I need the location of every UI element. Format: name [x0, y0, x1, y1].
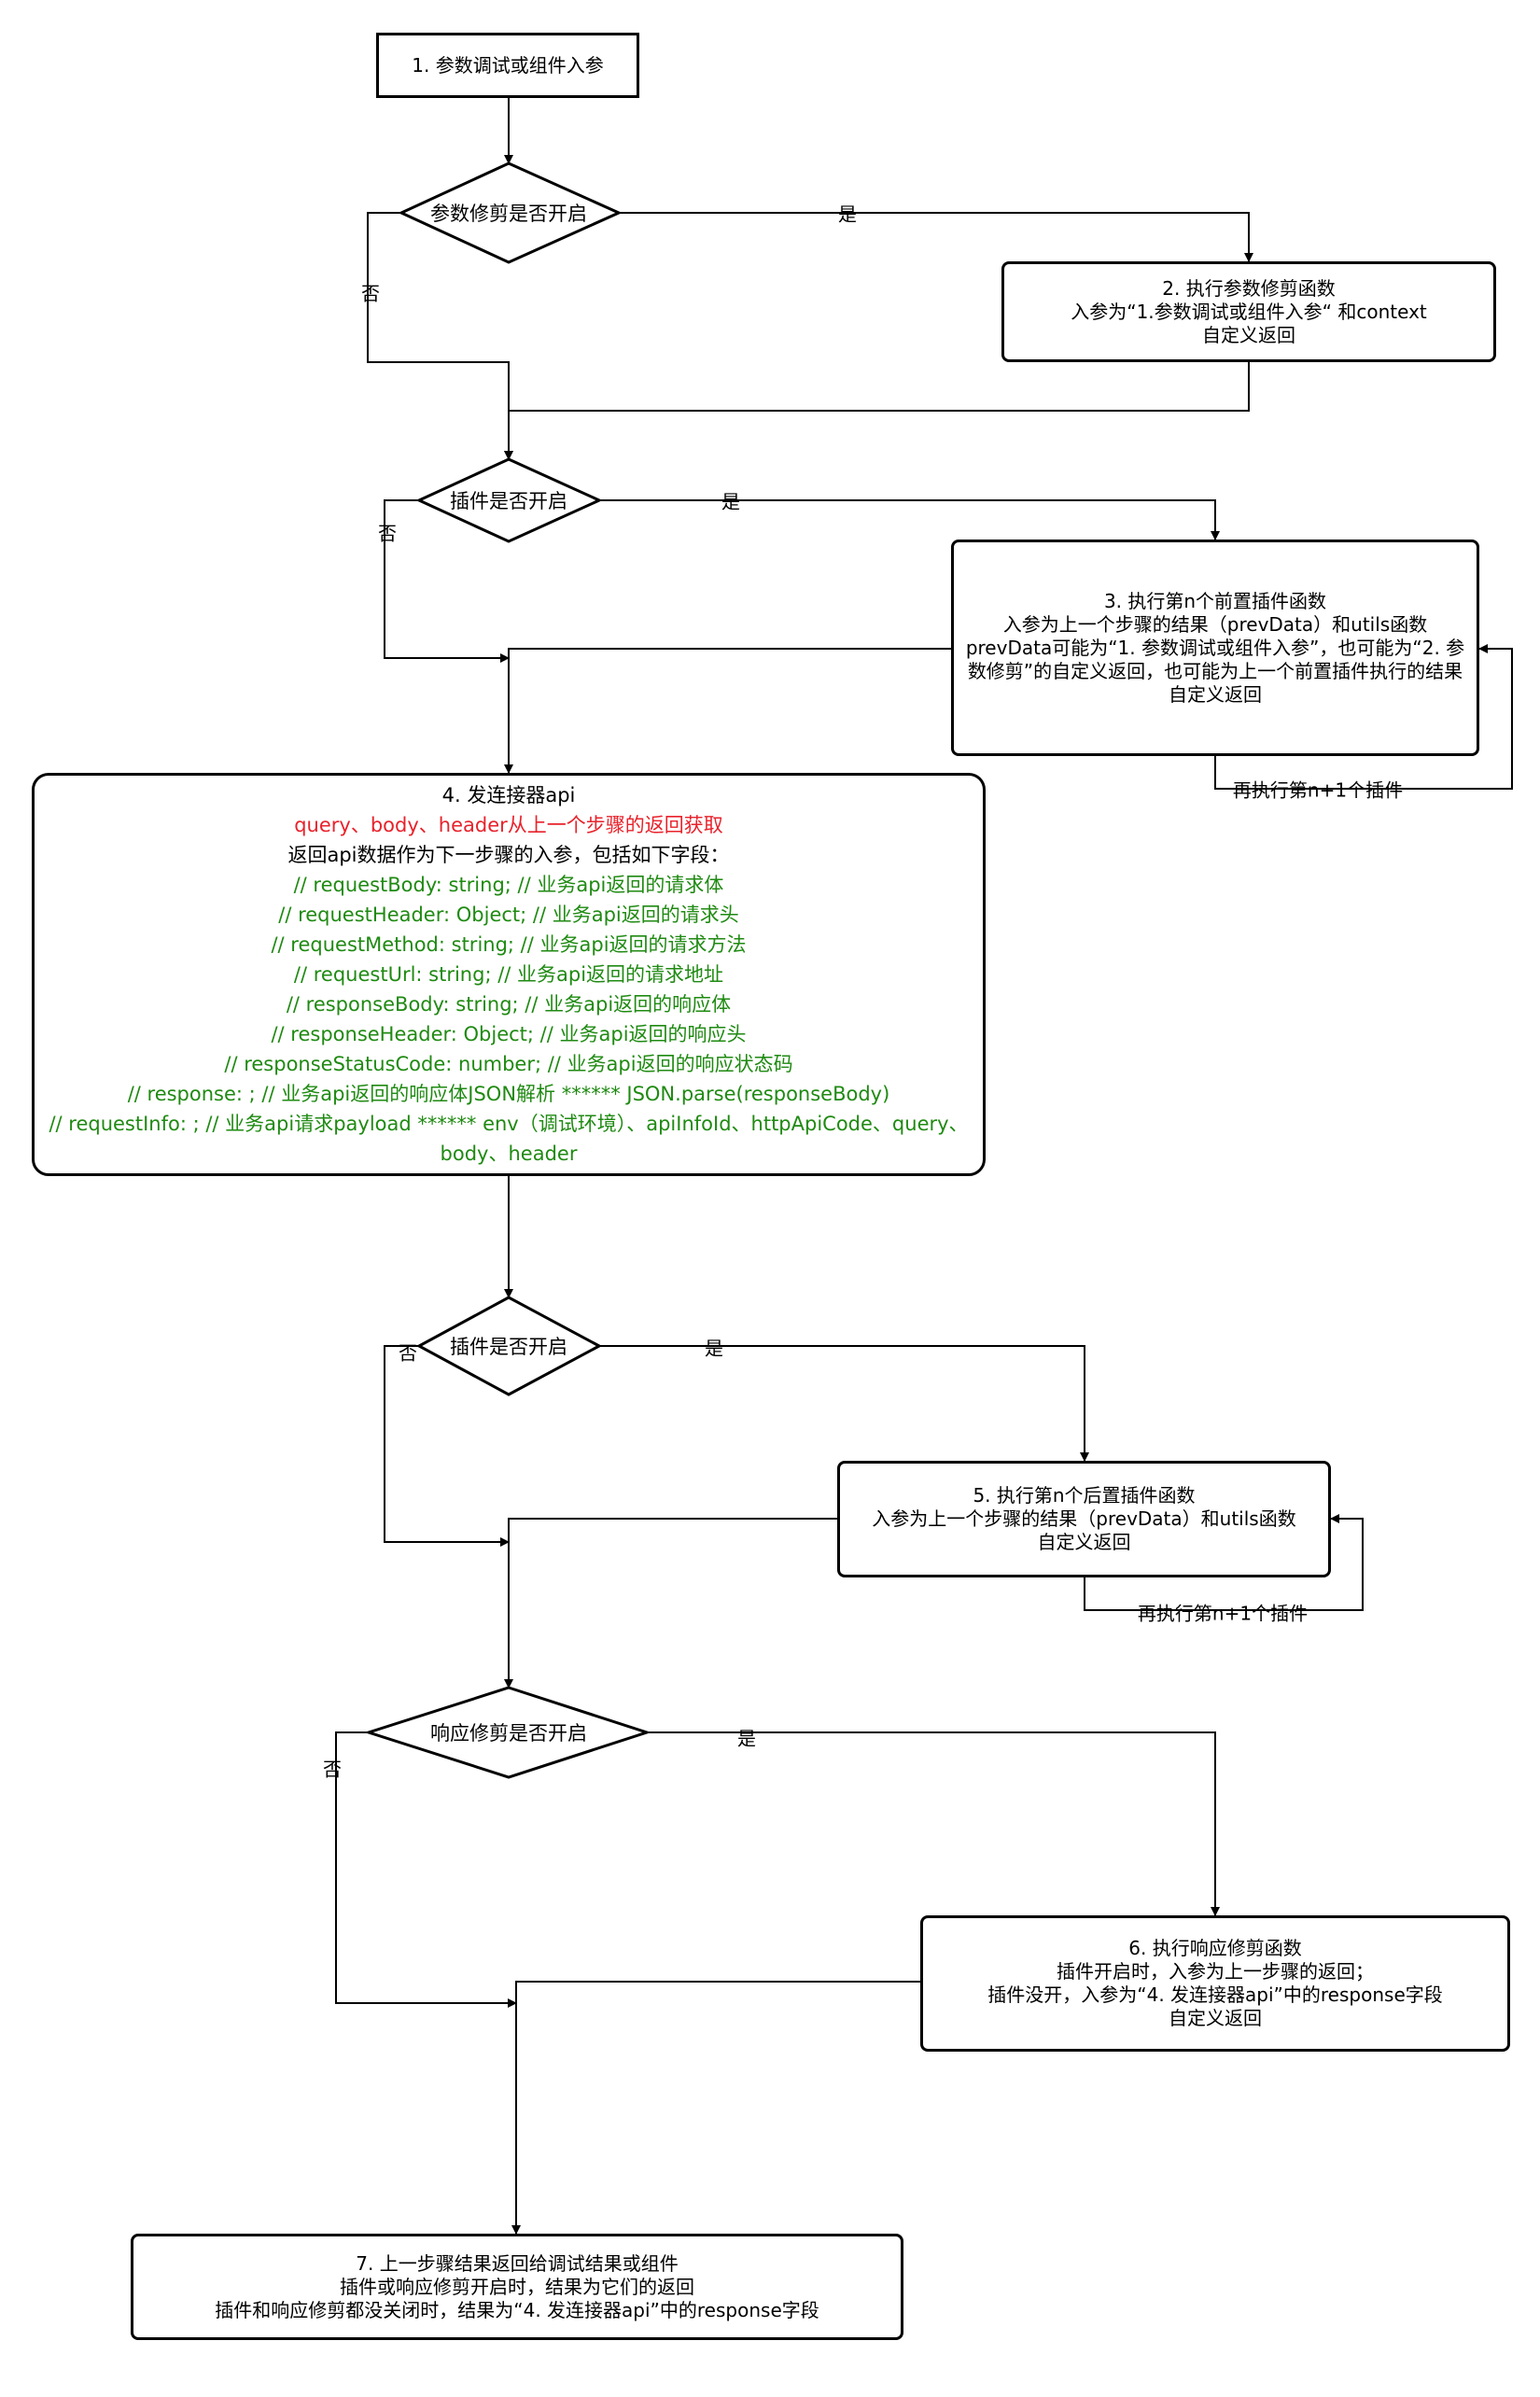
- node-text-line: 2. 执行参数修剪函数: [1162, 276, 1336, 300]
- edge-label-loop: 再执行第n+1个插件: [1232, 778, 1404, 802]
- node-text-line: 自定义返回: [1037, 1531, 1131, 1553]
- edge-resp-yes: [647, 1731, 1220, 1916]
- edge-label-yes: 是: [721, 490, 740, 513]
- decision-param-trim-label: 参数修剪是否开启: [430, 203, 587, 225]
- node-text-line: 入参为上一个步骤的结果（prevData）和utils函数: [1002, 612, 1428, 636]
- edge-label-no: 否: [323, 1758, 342, 1781]
- connector-field: // responseStatusCode: number; // 业务api返…: [224, 1053, 793, 1075]
- edge-label-no: 否: [378, 522, 397, 545]
- node-connector-api: 4. 发连接器api query、body、header从上一个步骤的返回获取 …: [32, 773, 986, 1176]
- connector-field: // response: ; // 业务api返回的响应体JSON解析 ****…: [127, 1083, 890, 1105]
- node-text-line: 5. 执行第n个后置插件函数: [973, 1484, 1196, 1507]
- node-end-result: 7. 上一步骤结果返回给调试结果或组件 插件或响应修剪开启时，结果为它们的返回 …: [131, 2234, 903, 2340]
- node-text-line: 插件没开，入参为“4. 发连接器api”中的response字段: [987, 1983, 1443, 2006]
- edge-param-fn-to-plugin-decision: [504, 362, 1250, 460]
- node-pre-plugin-fn: 3. 执行第n个前置插件函数 入参为上一个步骤的结果（prevData）和uti…: [951, 540, 1479, 756]
- connector-field: // requestBody: string; // 业务api返回的请求体: [293, 874, 724, 896]
- edge-plugin-pre-no: [384, 499, 510, 663]
- edge-label-yes: 是: [737, 1727, 756, 1750]
- edge-plugin-post-yes: [599, 1345, 1089, 1462]
- edge-resp-no: [335, 1731, 517, 2008]
- connector-field: // responseBody: string; // 业务api返回的响应体: [286, 993, 732, 1016]
- node-text-line: 自定义返回: [1202, 323, 1295, 346]
- edge-label-no: 否: [399, 1341, 417, 1365]
- node-response-trim-fn: 6. 执行响应修剪函数 插件开启时，入参为上一步骤的返回； 插件没开，入参为“4…: [920, 1915, 1510, 2052]
- edge-plugin-post-no: [384, 1345, 510, 1547]
- edge-plugin-pre-yes: [599, 499, 1220, 540]
- connector-title: 4. 发连接器api: [441, 784, 576, 806]
- node-text-line: 插件或响应修剪开启时，结果为它们的返回: [340, 2275, 694, 2298]
- edge-resp-fn-to-end: [511, 1981, 920, 2235]
- decision-response-trim: [364, 1686, 651, 1779]
- edge-pre-plugin-to-connector: [504, 648, 951, 774]
- node-text-line: 入参为“1.参数调试或组件入参“ 和context: [1071, 300, 1427, 323]
- node-text-line: 自定义返回: [1169, 2007, 1262, 2029]
- connector-source-note: query、body、header从上一个步骤的返回获取: [294, 814, 723, 836]
- connector-field: // requestUrl: string; // 业务api返回的请求地址: [293, 963, 724, 986]
- edge-label-yes: 是: [838, 203, 857, 226]
- edge-pre-plugin-loop: [1214, 644, 1513, 790]
- node-text-line: 7. 上一步骤结果返回给调试结果或组件: [356, 2251, 679, 2275]
- node-text-line: 入参为上一个步骤的结果（prevData）和utils函数: [872, 1507, 1296, 1530]
- node-text-line: 插件和响应修剪都没关闭时，结果为“4. 发连接器api”中的response字段: [215, 2298, 819, 2321]
- decision-plugin-post: [415, 1296, 603, 1396]
- node-text-line: 插件开启时，入参为上一步骤的返回；: [1057, 1960, 1374, 1983]
- edge-label-no: 否: [361, 282, 380, 305]
- edge-post-plugin-to-resp-decision: [504, 1518, 837, 1689]
- decision-plugin-pre: [415, 457, 603, 543]
- node-post-plugin-fn: 5. 执行第n个后置插件函数 入参为上一个步骤的结果（prevData）和uti…: [837, 1461, 1331, 1577]
- edge-label-loop: 再执行第n+1个插件: [1137, 1602, 1309, 1625]
- connector-field: // requestInfo: ; // 业务api请求payload ****…: [49, 1113, 969, 1165]
- edge-label-yes: 是: [705, 1337, 723, 1360]
- connector-field: // requestHeader: Object; // 业务api返回的请求头: [278, 904, 739, 926]
- node-param-trim-fn: 2. 执行参数修剪函数 入参为“1.参数调试或组件入参“ 和context 自定…: [1001, 261, 1496, 362]
- edge-param-no: [367, 212, 513, 460]
- node-text-line: 自定义返回: [1169, 682, 1262, 706]
- connector-description: 返回api数据作为下一步骤的入参，包括如下字段：: [287, 844, 730, 866]
- edge-post-plugin-loop: [1084, 1514, 1364, 1611]
- node-start-text: 1. 参数调试或组件入参: [412, 53, 604, 77]
- edge-param-yes: [619, 212, 1253, 262]
- node-text-line: prevData可能为“1. 参数调试或组件入参”，也可能为“2. 参数修剪”的…: [965, 636, 1465, 682]
- node-text-line: 6. 执行响应修剪函数: [1128, 1937, 1302, 1959]
- node-text-line: 3. 执行第n个前置插件函数: [1103, 589, 1327, 612]
- node-start: 1. 参数调试或组件入参: [376, 33, 639, 98]
- decision-response-trim-label: 响应修剪是否开启: [430, 1722, 587, 1745]
- connector-field: // responseHeader: Object; // 业务api返回的响应…: [271, 1023, 747, 1045]
- decision-plugin-post-label: 插件是否开启: [450, 1336, 567, 1358]
- decision-plugin-pre-label: 插件是否开启: [450, 490, 567, 512]
- decision-param-trim: [398, 161, 623, 264]
- connector-field: // requestMethod: string; // 业务api返回的请求方…: [271, 933, 747, 956]
